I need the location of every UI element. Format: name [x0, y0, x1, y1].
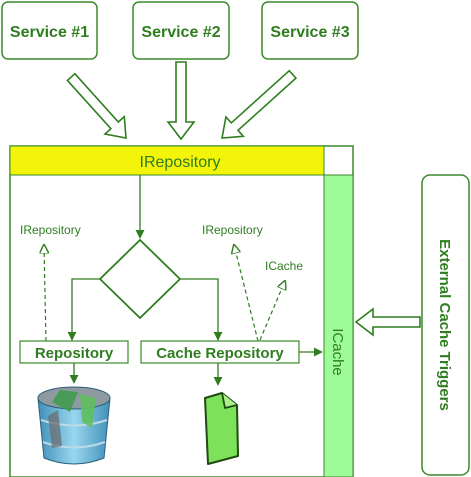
icache-bar-label: ICache — [329, 328, 346, 376]
service-box-3: Service #3 — [261, 1, 359, 60]
service-3-label: Service #3 — [270, 24, 349, 41]
document-icon — [204, 392, 239, 465]
cache-repository-icache-label: ICache — [265, 259, 303, 273]
icache-bar — [323, 174, 354, 477]
service-1-arrow — [66, 72, 127, 139]
repository-implements-arrow — [44, 245, 46, 342]
cache-repository-label: Cache Repository — [156, 345, 284, 362]
cache-repo-implements-irepository-arrow — [234, 245, 259, 342]
external-cache-triggers-label: External Cache Triggers — [436, 239, 453, 411]
cache-repository-interface-label: IRepository — [202, 223, 263, 237]
service-1-label: Service #1 — [10, 24, 89, 41]
service-box-1: Service #1 — [1, 1, 98, 60]
branch-to-cache-repository — [180, 278, 223, 341]
irepository-bar-label: IRepository — [140, 154, 221, 171]
irepository-bar — [9, 145, 325, 176]
service-box-2: Service #2 — [132, 1, 230, 60]
external-arrow — [354, 307, 421, 337]
repository-label: Repository — [35, 345, 114, 362]
external-cache-triggers-box — [421, 174, 470, 476]
database-icon — [37, 386, 111, 465]
repository-interface-label: IRepository — [20, 223, 81, 237]
service-2-arrow — [166, 61, 196, 141]
decision-diamond — [98, 238, 182, 320]
cache-repo-implements-icache-arrow — [259, 281, 285, 341]
service-3-arrow — [221, 69, 298, 139]
service-2-label: Service #2 — [141, 24, 220, 41]
branch-to-repository — [67, 278, 100, 341]
